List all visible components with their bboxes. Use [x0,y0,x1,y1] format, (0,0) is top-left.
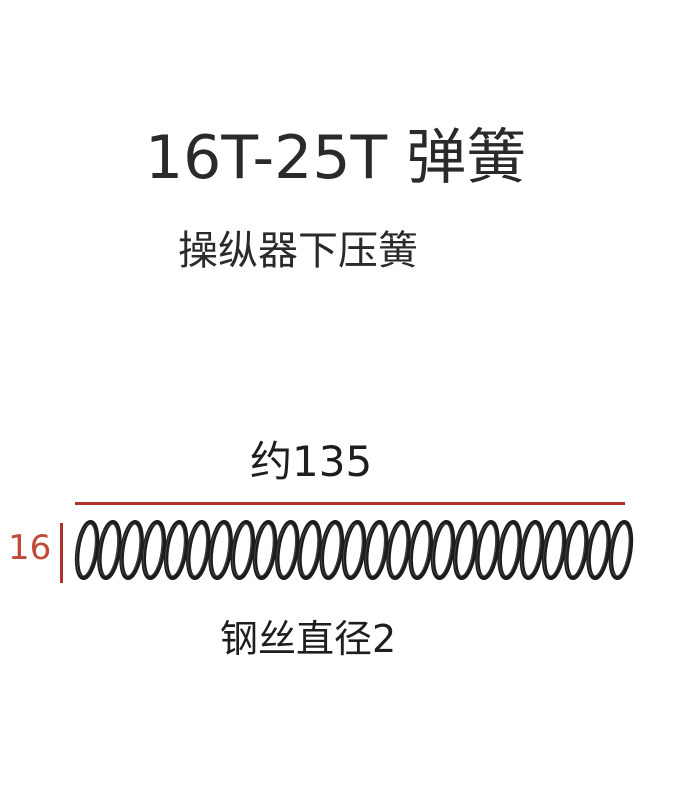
spring-coil [541,519,567,581]
spring-coil [475,519,500,581]
diameter-dimension-label: 16 [8,528,52,568]
spring-coil [408,519,433,581]
spring-coil [386,519,411,581]
page-title: 16T-25T 弹簧 [145,123,527,193]
page-subtitle: 操纵器下压簧 [178,228,418,274]
spring-coil [275,519,300,581]
spring-coil [564,519,589,581]
spring-coil [430,519,456,581]
spring-coil-highlight [565,523,586,577]
spring-coil [519,519,545,581]
spring-coil-highlight [543,523,564,577]
spring-coil-highlight [98,523,119,577]
spring-coil-highlight [476,523,497,577]
spring-coil-highlight [587,523,608,577]
spring-coil-highlight [498,523,519,577]
length-dimension-line [75,502,625,505]
spring-coil [74,519,100,581]
spring-coil [297,519,322,581]
spring-coil [497,519,522,581]
spring-coil [252,519,278,581]
wire-diameter-label: 钢丝直径2 [220,617,397,661]
spring-coils [74,519,634,581]
diameter-dimension-line [60,523,63,583]
spring-coil [208,519,233,581]
spring-coil [163,519,189,581]
spring-coil-highlight [298,523,319,577]
spring-coil-highlight [120,523,141,577]
spring-coil-highlight [520,523,541,577]
spring-coil-highlight [231,523,252,577]
spring-coil [97,519,122,581]
spring-coil [119,519,144,581]
spring-coil-highlight [431,523,453,577]
spring-coil [319,519,345,581]
spring-coil-highlight [365,523,386,577]
spring-coil-highlight [187,523,208,577]
spring-coil-highlight [76,523,97,577]
length-dimension-label: 约135 [250,437,373,486]
spring-coil-highlight [253,523,275,577]
spring-coil-highlight [276,523,297,577]
spring-coil-highlight [454,523,475,577]
spring-coil-highlight [609,523,630,577]
spring-coil-highlight [165,523,186,577]
spring-coil-highlight [209,523,230,577]
spring-coil [186,519,211,581]
spring-coil [341,519,367,581]
spring-coil [452,519,478,581]
spring-coil-highlight [342,523,364,577]
spring-coil-highlight [142,523,163,577]
spring-coil [608,519,634,581]
spring-image [74,519,634,581]
spring-coil [141,519,167,581]
spring-coil [230,519,256,581]
spring-coil-highlight [387,523,408,577]
spring-coil-highlight [320,523,341,577]
spring-coil [586,519,611,581]
spring-coil-highlight [409,523,430,577]
spring-coil [363,519,389,581]
